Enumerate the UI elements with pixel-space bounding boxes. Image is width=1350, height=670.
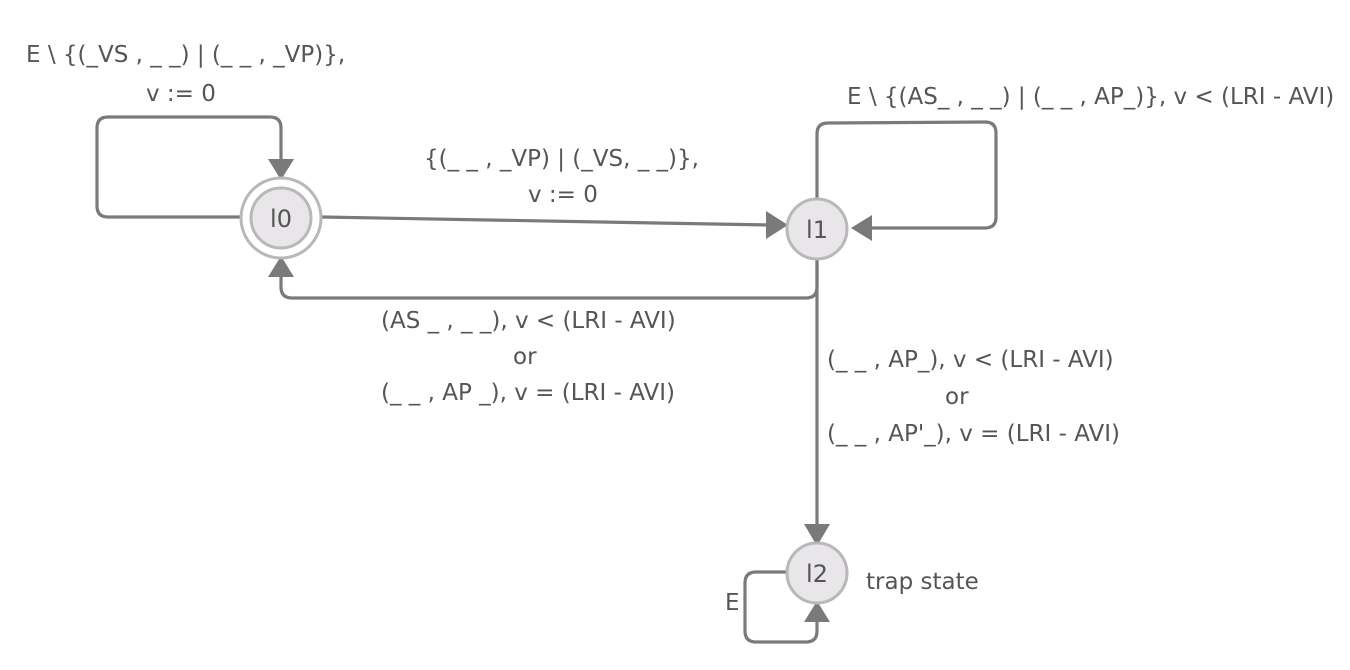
label-l0-self-line1: E \ {(_VS , _ _) | (_ _ , _VP)}, <box>26 42 346 68</box>
edge-l0-to-l1 <box>320 215 770 227</box>
state-l1: l1 <box>785 197 849 261</box>
edge-l1-to-l0 <box>279 258 819 300</box>
arrowhead-l0-to-l1 <box>766 211 788 239</box>
state-l1-label: l1 <box>806 216 828 244</box>
arrowhead-l1-to-l0 <box>268 256 294 277</box>
state-l2: l2 <box>785 541 849 605</box>
state-l2-label: l2 <box>806 560 828 588</box>
label-l1-to-l0-line1: (AS _ , _ _), v < (LRI - AVI) <box>381 308 676 334</box>
label-l1-to-l2-line3: (_ _ , AP'_), v = (LRI - AVI) <box>827 421 1120 447</box>
arrowhead-l1-self <box>851 215 872 241</box>
label-l1-to-l0-line2: or <box>513 344 537 370</box>
label-l0-to-l1-line2: v := 0 <box>528 182 598 208</box>
edge-l2-self-loop <box>743 570 819 644</box>
label-l2-self: E <box>725 590 740 616</box>
label-l1-self: E \ {(AS_ , _ _) | (_ _ , AP_)}, v < (LR… <box>847 84 1335 110</box>
arrowhead-l1-to-l2 <box>804 524 830 546</box>
label-l1-to-l0-line3: (_ _ , AP _), v = (LRI - AVI) <box>381 380 675 406</box>
label-l0-self-line2: v := 0 <box>146 81 216 107</box>
trap-state-note: trap state <box>866 569 979 595</box>
arrowhead-l0-self <box>268 159 294 180</box>
label-l0-to-l1-line1: {(_ _ , _VP) | (_VS, _ _)}, <box>424 146 699 172</box>
state-l0-label: l0 <box>270 205 292 233</box>
edge-l1-self-loop <box>815 120 998 230</box>
label-l1-to-l2-line1: (_ _ , AP_), v < (LRI - AVI) <box>827 347 1114 373</box>
arrowhead-l2-self <box>804 601 830 622</box>
edge-l0-self-loop <box>95 115 283 219</box>
label-l1-to-l2-line2: or <box>945 384 969 410</box>
state-l0: l0 <box>239 176 323 260</box>
